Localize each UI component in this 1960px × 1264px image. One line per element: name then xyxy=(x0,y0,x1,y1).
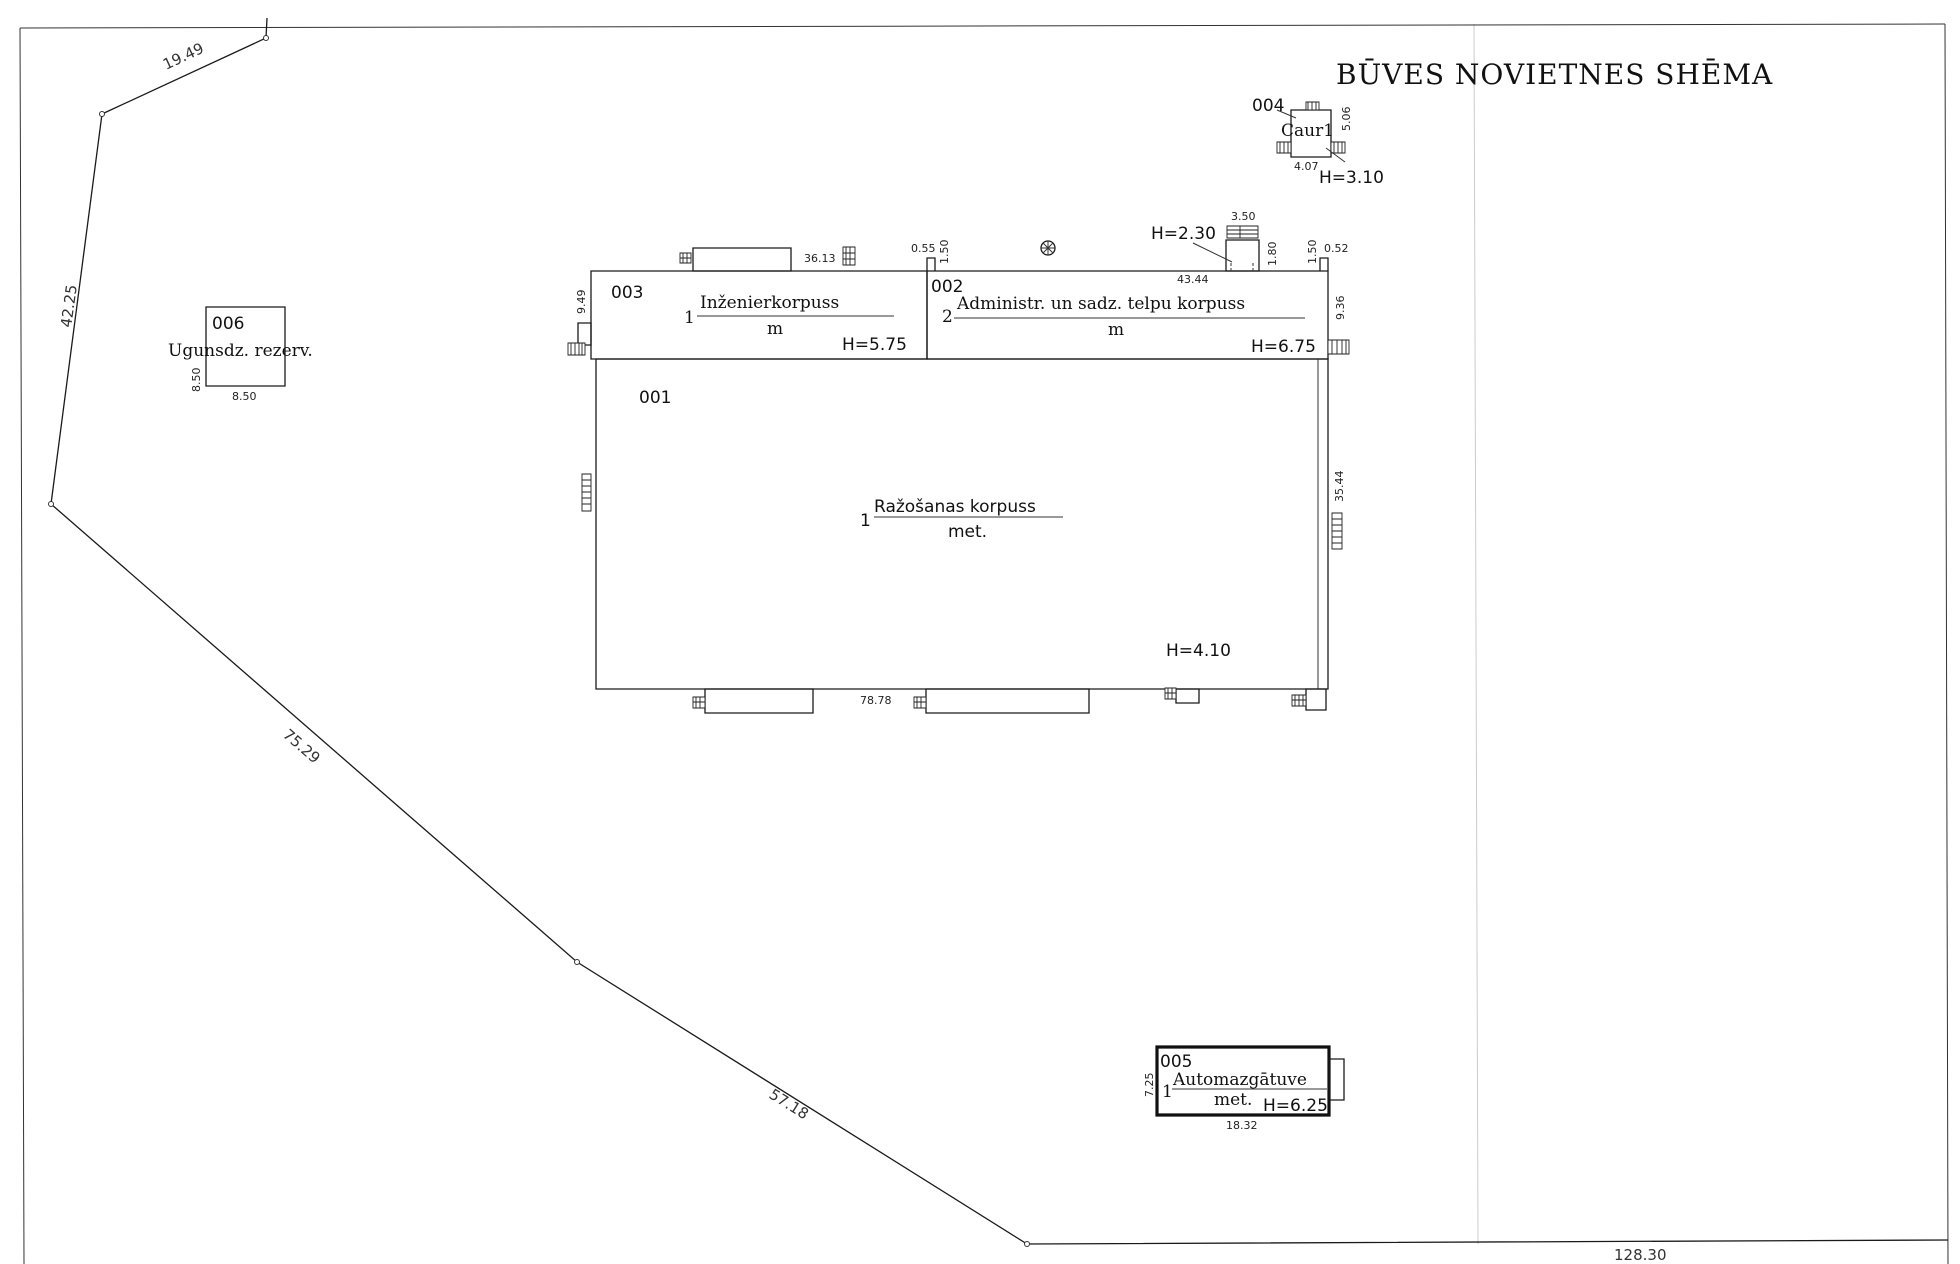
building-005: 005 1 Automazgātuve met. H=6.25 18.32 7.… xyxy=(1143,1047,1344,1132)
building-006-width: 8.50 xyxy=(232,390,257,403)
building-002-name: Administr. un sadz. telpu korpuss xyxy=(956,294,1245,314)
building-006: 006 Ugunsdz. rezerv. 8.50 8.50 xyxy=(168,307,313,403)
building-004-depth: 5.06 xyxy=(1340,107,1353,132)
building-003-code: 003 xyxy=(611,283,643,303)
building-003: 003 1 Inženierkorpuss m H=5.75 36.13 9.4… xyxy=(568,247,927,359)
building-006-name: Ugunsdz. rezerv. xyxy=(168,341,313,361)
canopy-depth: 1.80 xyxy=(1266,242,1279,267)
building-001-name: Ražošanas korpuss xyxy=(874,497,1036,517)
building-001-floors: 1 xyxy=(860,511,871,531)
building-002-step-right: 1.50 xyxy=(1306,240,1319,265)
building-003-material: m xyxy=(767,319,783,339)
building-002-step-left: 1.50 xyxy=(938,240,951,265)
boundary-length-3: 75.29 xyxy=(279,725,323,767)
sheet-frame xyxy=(20,24,1948,1264)
drawing-title: BŪVES NOVIETNES SHĒMA xyxy=(1336,58,1773,91)
building-002-height-label: H=6.75 xyxy=(1251,337,1316,357)
canopy-width: 3.50 xyxy=(1231,210,1256,223)
building-002-width: 9.36 xyxy=(1334,296,1347,321)
boundary-length-5: 128.30 xyxy=(1614,1246,1667,1264)
building-003-height-label: H=5.75 xyxy=(842,335,907,355)
building-002-floors: 2 xyxy=(942,307,953,327)
building-001-height-label: H=4.10 xyxy=(1166,641,1231,661)
building-002-material: m xyxy=(1108,320,1124,340)
canopy: H=2.30 3.50 1.80 xyxy=(1151,210,1279,266)
building-004-code: 004 xyxy=(1252,96,1284,116)
building-002: 002 2 Administr. un sadz. telpu korpuss … xyxy=(911,226,1349,359)
building-005-name: Automazgātuve xyxy=(1172,1070,1307,1090)
building-002-code: 002 xyxy=(931,277,963,297)
building-003-width: 9.49 xyxy=(575,290,588,315)
building-001-code: 001 xyxy=(639,388,671,408)
building-002-offset-left: 0.55 xyxy=(911,242,936,255)
building-003-name: Inženierkorpuss xyxy=(700,293,839,313)
canopy-height-label: H=2.30 xyxy=(1151,224,1216,244)
building-001: 001 1 Ražošanas korpuss met. H=4.10 43.4… xyxy=(582,273,1346,713)
building-005-height-label: H=6.25 xyxy=(1263,1096,1328,1116)
building-001-material: met. xyxy=(948,522,987,542)
building-004: 004 Caur1 H=3.10 4.07 5.06 xyxy=(1252,96,1384,188)
building-005-floors: 1 xyxy=(1162,1082,1173,1102)
building-006-code: 006 xyxy=(212,314,244,334)
building-004-name: Caur1 xyxy=(1281,121,1334,141)
building-001-bottom-length: 78.78 xyxy=(860,694,892,707)
building-006-height: 8.50 xyxy=(190,368,203,393)
building-005-width: 7.25 xyxy=(1143,1073,1156,1098)
building-004-height-label: H=3.10 xyxy=(1319,168,1384,188)
building-001-width: 35.44 xyxy=(1333,471,1346,503)
building-001-top-length: 43.44 xyxy=(1177,273,1209,286)
building-005-length: 18.32 xyxy=(1226,1119,1258,1132)
building-005-code: 005 xyxy=(1160,1052,1192,1072)
building-005-material: met. xyxy=(1214,1090,1252,1110)
site-boundary: 1 9.49 42.25 75.29 57.18 128.30 xyxy=(48,18,1949,1264)
building-003-floors: 1 xyxy=(684,308,695,328)
building-003-length: 36.13 xyxy=(804,252,836,265)
boundary-length-4: 57.18 xyxy=(766,1085,812,1123)
building-004-width: 4.07 xyxy=(1294,160,1319,173)
boundary-length-2: 42.25 xyxy=(57,284,81,329)
building-002-offset-right: 0.52 xyxy=(1324,242,1349,255)
